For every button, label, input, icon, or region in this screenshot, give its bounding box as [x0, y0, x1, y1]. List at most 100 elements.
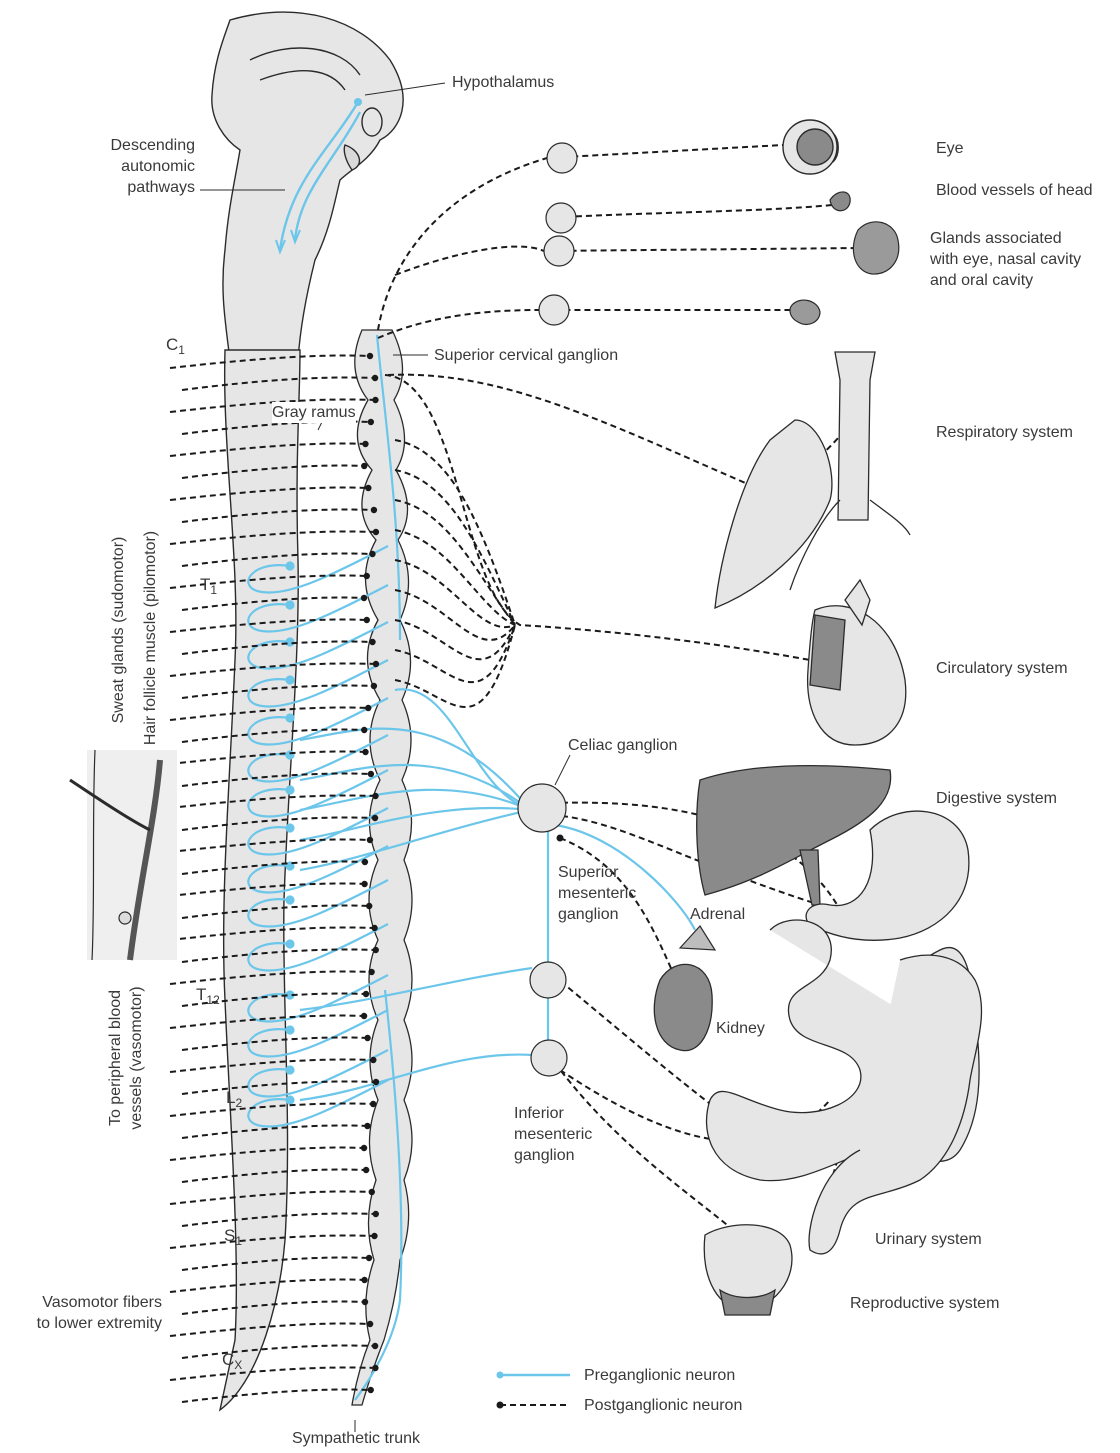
vasomotor-lower-label: Vasomotor fibersto lower extremity — [8, 1292, 162, 1334]
kidney-organ — [654, 964, 712, 1050]
adrenal-organ — [680, 926, 715, 950]
trunk-ganglion-dot — [367, 837, 373, 843]
trunk-ganglion-dot — [368, 771, 374, 777]
trunk-ganglion-dot — [371, 925, 377, 931]
sweat-glands-label: Sweat glands (sudomotor) — [108, 515, 129, 745]
trunk-ganglion-dot — [361, 1277, 367, 1283]
eye-label: Eye — [936, 138, 964, 159]
celiac-ganglion-label: Celiac ganglion — [568, 735, 677, 756]
intestines-organ — [707, 920, 982, 1254]
adrenal-label: Adrenal — [690, 904, 745, 925]
trunk-ganglion-dot — [369, 1189, 375, 1195]
bladder-organ — [704, 1225, 792, 1315]
spinal-cord — [220, 350, 300, 1410]
hair-follicle-label: Hair follicle muscle (pilomotor) — [140, 508, 161, 768]
trunk-ganglion-dot — [361, 1013, 367, 1019]
head-ganglia — [539, 143, 577, 325]
trunk-ganglion-dot — [362, 749, 368, 755]
legend-postganglionic-label: Postganglionic neuron — [584, 1395, 742, 1416]
trunk-ganglion-dot — [368, 969, 374, 975]
post-spinal-nerve — [182, 1346, 375, 1359]
trunk-ganglion-dot — [369, 551, 375, 557]
superior-cervical-ganglion-label: Superior cervical ganglion — [434, 345, 618, 366]
sympathetic-chain — [352, 330, 412, 1405]
pre-loop-terminal — [287, 1027, 294, 1034]
trunk-ganglion-dot — [372, 815, 378, 821]
pre-to-sup-mesenteric — [300, 968, 532, 1010]
celiac-dot — [557, 835, 564, 842]
trunk-ganglion-dot — [364, 1123, 370, 1129]
pre-loop-terminal — [287, 602, 294, 609]
trunk-ganglion-dot — [373, 529, 379, 535]
trunk-ganglion-dot — [361, 463, 367, 469]
pre-loop-terminal — [287, 1097, 294, 1104]
trunk-ganglion-dot — [373, 1211, 379, 1217]
reproductive-label: Reproductive system — [850, 1293, 999, 1314]
trunk-ganglion-dot — [364, 617, 370, 623]
trunk-ganglion-dot — [371, 683, 377, 689]
digestive-label: Digestive system — [936, 788, 1057, 809]
trunk-ganglion-dot — [368, 419, 374, 425]
trunk-ganglion-dot — [371, 507, 377, 513]
gland-small-organ — [790, 300, 820, 324]
trunk-ganglion-dot — [361, 727, 367, 733]
trunk-ganglion-dot — [361, 1145, 367, 1151]
eye-organ — [783, 120, 838, 174]
trunk-ganglion-dot — [373, 661, 379, 667]
post-converge-cardiac — [395, 560, 515, 627]
trunk-ganglion-dot — [362, 441, 368, 447]
post-converge-cardiac — [395, 590, 515, 640]
segment-l2-label: L2 — [226, 1088, 242, 1110]
trunk-ganglion-dot — [372, 397, 378, 403]
post-to-glands — [395, 247, 860, 275]
pre-loop-terminal — [287, 941, 294, 948]
segment-t1-label: T1 — [200, 575, 217, 597]
kidney-label: Kidney — [716, 1018, 765, 1039]
descending-pathways-label: Descendingautonomicpathways — [88, 135, 195, 198]
post-spinal-nerve — [182, 1390, 371, 1403]
trunk-ganglion-dot — [372, 375, 378, 381]
pre-loop-terminal — [287, 639, 294, 646]
trunk-ganglion-dot — [373, 947, 379, 953]
post-converge-cardiac — [395, 440, 515, 625]
peripheral-vessels-label: To peripheral bloodvessels (vasomotor) — [105, 964, 147, 1152]
pre-loop-terminal — [287, 897, 294, 904]
trunk-ganglion-dot — [372, 793, 378, 799]
trunk-ganglion-dot — [363, 1167, 369, 1173]
pre-loop-terminal — [287, 563, 294, 570]
gray-ramus-label: Gray ramus — [272, 402, 356, 423]
trunk-ganglion-dot — [373, 1079, 379, 1085]
segment-s1-label: S1 — [224, 1226, 242, 1248]
trunk-ganglion-dot — [365, 485, 371, 491]
pre-loop-terminal — [287, 1067, 294, 1074]
trunk-ganglion-dot — [364, 1035, 370, 1041]
post-converge-cardiac — [395, 500, 515, 625]
segment-cx-label: CX — [222, 1350, 242, 1372]
trunk-ganglion-dot — [371, 1233, 377, 1239]
trunk-ganglion-dot — [362, 859, 368, 865]
brain — [212, 12, 403, 360]
trunk-ganglion-dot — [367, 1321, 373, 1327]
skin-panel — [70, 750, 177, 960]
trunk-ganglion-dot — [363, 991, 369, 997]
pre-loop-terminal — [287, 825, 294, 832]
post-to-eye — [378, 145, 783, 330]
trunk-ganglion-dot — [365, 705, 371, 711]
trunk-ganglion-dot — [370, 1057, 376, 1063]
lungs-organ — [715, 352, 910, 608]
blood-vessels-head-label: Blood vessels of head — [936, 180, 1093, 201]
post-to-head-vessels — [546, 205, 832, 218]
liver-organ — [697, 766, 891, 905]
legend-swatches — [497, 1372, 571, 1409]
prevertebral-ganglia — [518, 784, 567, 1076]
circulatory-label: Circulatory system — [936, 658, 1068, 679]
post-converge-cardiac — [395, 530, 515, 625]
trunk-ganglion-dot — [369, 639, 375, 645]
post-to-gland-small — [378, 310, 795, 338]
sympathetic-trunk-label: Sympathetic trunk — [276, 1428, 436, 1449]
segment-c1-label: C1 — [166, 335, 185, 357]
trunk-ganglion-dot — [362, 1299, 368, 1305]
trunk-ganglion-dot — [372, 1343, 378, 1349]
